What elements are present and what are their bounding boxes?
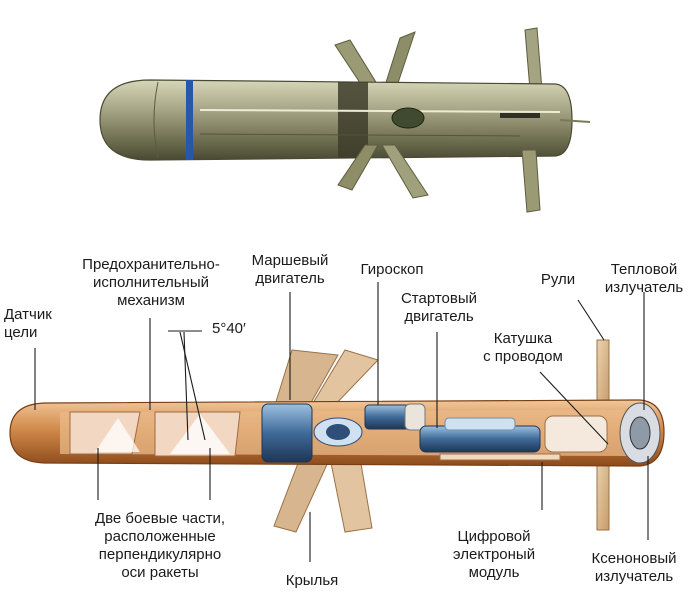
label-target-sensor: Датчик цели bbox=[4, 306, 52, 341]
label-gyroscope: Гироскоп bbox=[360, 261, 424, 278]
wing-lower-b bbox=[329, 457, 373, 533]
warhead-main-cone bbox=[170, 414, 230, 454]
body-slot bbox=[500, 113, 540, 118]
control-fin-top bbox=[596, 339, 610, 409]
wing-lower bbox=[273, 457, 331, 533]
label-safety-arming: Предохранительно- исполнительный механиз… bbox=[82, 256, 220, 309]
electronics-board bbox=[439, 453, 561, 461]
leader-fins bbox=[577, 299, 605, 341]
dark-ring bbox=[338, 82, 368, 158]
leader-angle-b bbox=[183, 331, 189, 441]
body-rail bbox=[199, 109, 561, 113]
gyroscope-cap bbox=[404, 403, 426, 431]
nose-seam bbox=[153, 81, 159, 159]
leader-wire-spool bbox=[539, 371, 609, 445]
fin-top-c bbox=[524, 27, 543, 91]
label-wire-spool: Катушка с проводом bbox=[483, 330, 563, 365]
label-two-warheads: Две боевые части, расположенные перпенди… bbox=[94, 510, 226, 581]
cutaway-missile bbox=[9, 339, 665, 533]
label-fins: Рули bbox=[540, 271, 576, 288]
sustainer-nozzle-inner bbox=[326, 424, 350, 440]
warhead-front-cone bbox=[95, 418, 140, 452]
label-sustainer-motor: Маршевый двигатель bbox=[251, 252, 329, 287]
body-window bbox=[391, 107, 425, 129]
fin-bottom-c bbox=[521, 149, 541, 213]
leader-lines bbox=[34, 282, 649, 562]
tail-antenna bbox=[559, 119, 591, 123]
launch-motor-tube bbox=[444, 417, 516, 431]
label-wings: Крылья bbox=[285, 572, 339, 589]
control-fin-bottom bbox=[596, 457, 610, 531]
body-rail-2 bbox=[199, 133, 521, 137]
blue-band bbox=[186, 80, 193, 160]
fin-bottom-b bbox=[381, 144, 429, 199]
label-thermal-emitter: Тепловой излучатель bbox=[604, 261, 684, 296]
label-launch-motor: Стартовый двигатель bbox=[400, 290, 478, 325]
label-xenon-emitter: Ксеноновый излучатель bbox=[591, 550, 677, 585]
sustainer-motor-casing bbox=[261, 403, 313, 463]
missile-body bbox=[99, 79, 573, 161]
rear-emitter-inner bbox=[629, 416, 651, 450]
gyroscope-body bbox=[364, 404, 411, 430]
exterior-missile bbox=[99, 27, 591, 213]
wire-spool-body bbox=[544, 415, 608, 453]
label-digital-module: Цифровой электроный модуль bbox=[452, 528, 536, 581]
fin-bottom-a bbox=[337, 144, 379, 191]
label-angle: 5°40′ bbox=[212, 320, 246, 337]
